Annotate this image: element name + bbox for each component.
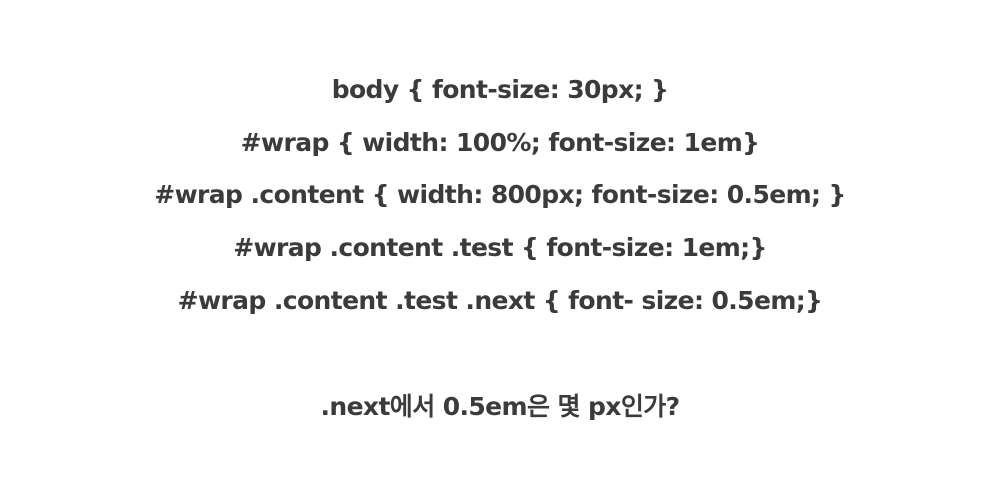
css-rule-next: #wrap .content .test .next { font- size:…	[177, 286, 823, 315]
css-rule-test: #wrap .content .test { font-size: 1em;}	[233, 233, 767, 262]
css-rule-wrap: #wrap { width: 100%; font-size: 1em}	[240, 128, 760, 157]
css-rule-body: body { font-size: 30px; }	[331, 75, 669, 104]
css-rule-content: #wrap .content { width: 800px; font-size…	[154, 180, 846, 209]
question-text: .next에서 0.5em은 몇 px인가?	[320, 392, 680, 421]
